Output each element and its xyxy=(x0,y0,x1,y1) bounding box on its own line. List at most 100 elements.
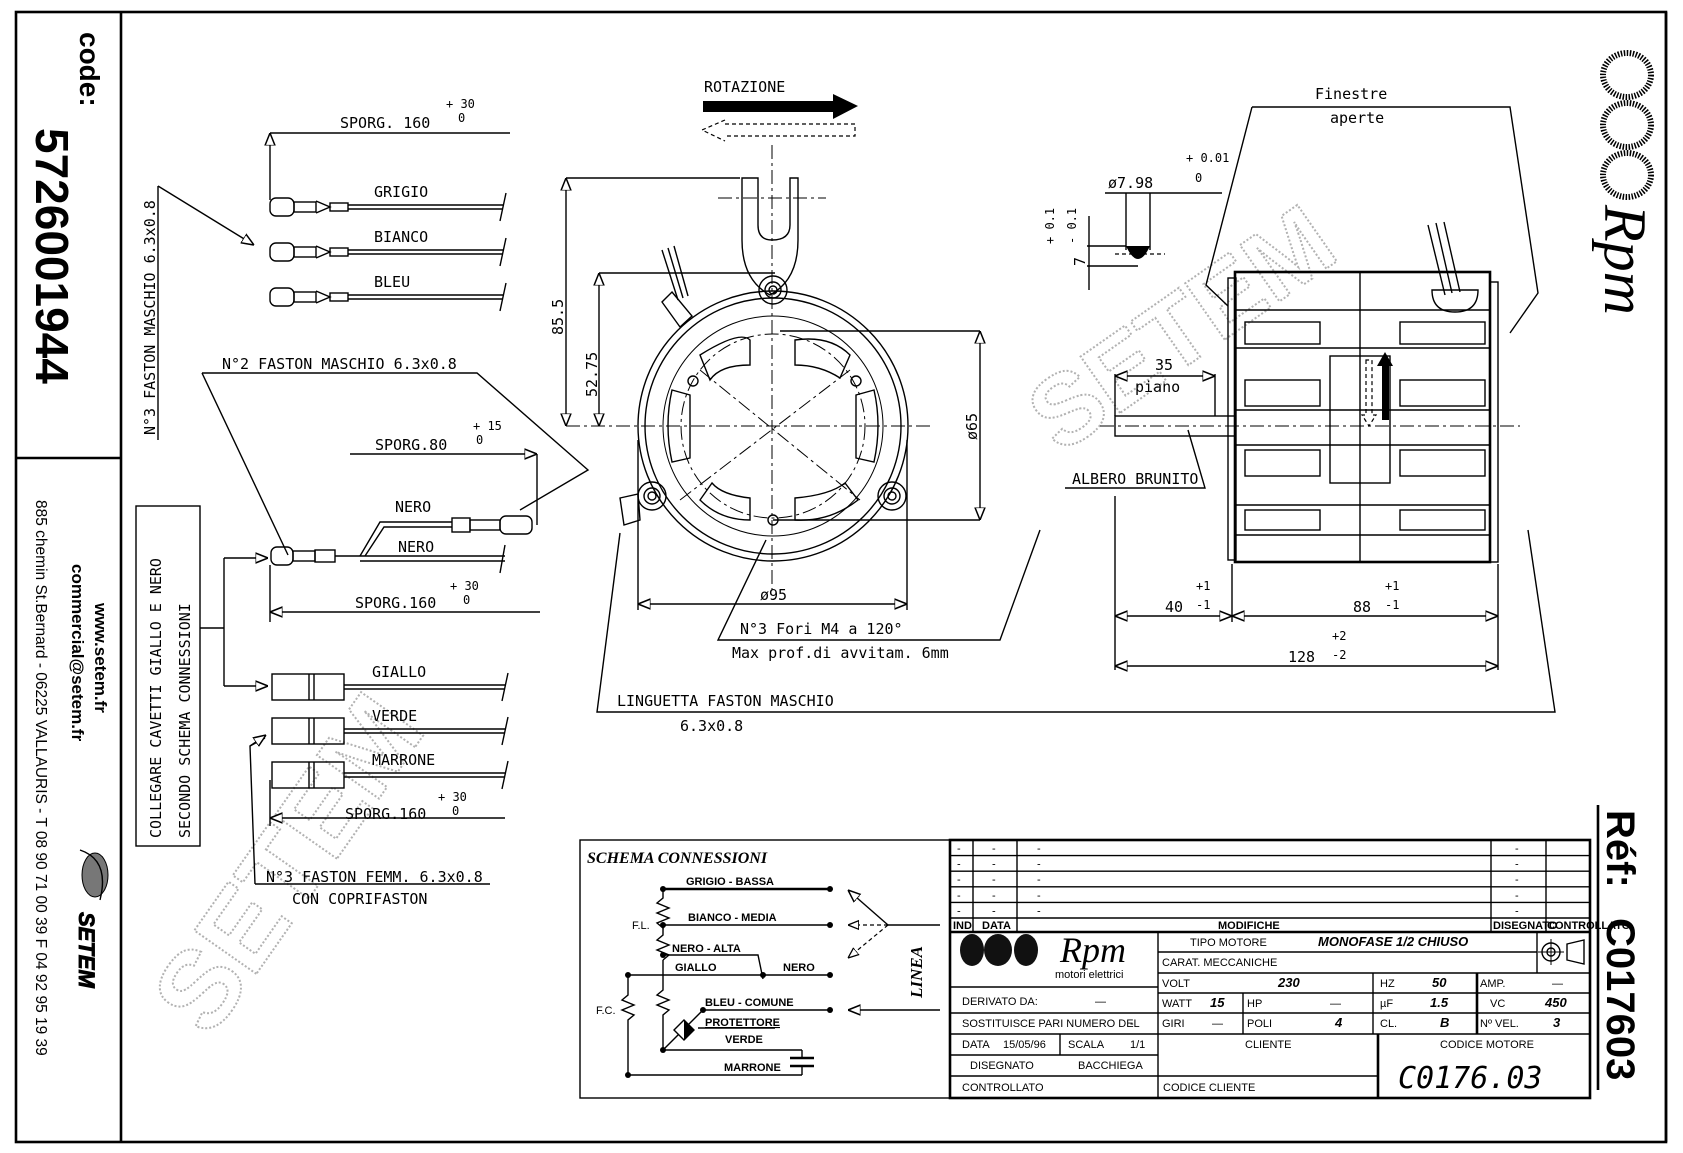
hz-label: HZ xyxy=(1380,978,1395,990)
rev-ind: - xyxy=(957,843,961,855)
rev-ind: - xyxy=(957,890,961,902)
header-modifiche: MODIFICHE xyxy=(1218,920,1280,932)
data-label: DATA xyxy=(962,1039,990,1051)
schema-bianco: BIANCO - MEDIA xyxy=(688,912,777,924)
tolerance-minus: 0 xyxy=(452,804,459,818)
wire-label: BIANCO xyxy=(374,228,428,246)
watt-label: WATT xyxy=(1162,998,1192,1010)
logo-text: Rpm xyxy=(1059,930,1126,970)
vc-value: 450 xyxy=(1544,995,1567,1010)
website-link[interactable]: www.setem.fr xyxy=(91,602,110,713)
tolerance-minus: 0 xyxy=(458,111,465,125)
revision-row: ---- xyxy=(950,886,1590,902)
carat-label: CARAT. MECCANICHE xyxy=(1162,957,1277,969)
group1-label: N°3 FASTON MASCHIO 6.3x0.8 xyxy=(141,200,159,435)
watt-value: 15 xyxy=(1210,995,1225,1010)
giri-label: GIRI xyxy=(1162,1018,1185,1030)
dim-total: 128 xyxy=(1288,648,1315,666)
rev-mod: - xyxy=(1037,874,1041,886)
schema-protettore: PROTETTORE xyxy=(705,1017,780,1029)
connection-schema: SCHEMA CONNESSIONI GRIGIO - BASSA BIANCO… xyxy=(579,839,951,1099)
code-label: code: xyxy=(74,32,105,107)
derivato-label: DERIVATO DA: xyxy=(962,996,1038,1008)
wire-with-faston: BLEU xyxy=(269,273,507,312)
email-link[interactable]: commercial@setem.fr xyxy=(68,564,87,742)
cl-label: CL. xyxy=(1380,1018,1397,1030)
revision-row: ---- xyxy=(950,854,1590,871)
uf-label: µF xyxy=(1380,998,1393,1010)
tolerance-plus: + 0.01 xyxy=(1186,151,1229,165)
wire-label: GIALLO xyxy=(372,663,426,681)
rev-mod: - xyxy=(1037,843,1041,855)
hp-label: HP xyxy=(1247,998,1262,1010)
connection-note: COLLEGARE CAVETTI GIALLO E NERO SECONDO … xyxy=(135,505,268,847)
holes-note-2: Max prof.di avvitam. 6mm xyxy=(732,644,949,662)
group1-length: SPORG. 160 xyxy=(340,114,430,132)
tolerance-minus: - 0.1 xyxy=(1065,208,1079,244)
controllato-label: CONTROLLATO xyxy=(962,1082,1044,1094)
vc-label: VC xyxy=(1490,998,1505,1010)
group3-label-1: N°3 FASTON FEMM. 6.3x0.8 xyxy=(266,868,483,886)
side-view: Finestre aperte ø7.98 + 0.01 0 7 + 0.1 -… xyxy=(1043,85,1539,670)
wire-with-female-faston: VERDE xyxy=(271,707,509,746)
nvel-label: Nº VEL. xyxy=(1480,1018,1519,1030)
flat-length: 35 xyxy=(1155,356,1173,374)
disegnato-value: BACCHIEGA xyxy=(1078,1060,1143,1072)
wiring-group-2: N°2 FASTON MASCHIO 6.3x0.8 SPORG.80 + 15… xyxy=(201,355,590,622)
header-disegnato: DISEGNATO xyxy=(1493,920,1558,932)
tolerance-minus: 0 xyxy=(463,593,470,607)
hz-value: 50 xyxy=(1432,975,1447,990)
front-view: ROTAZIONE 85.5 52.75 xyxy=(549,78,1556,735)
rev-dis: - xyxy=(1515,905,1519,917)
fc-label: F.C. xyxy=(596,1005,616,1017)
schema-nero: NERO xyxy=(783,962,815,974)
group3-length: SPORG.160 xyxy=(345,805,426,823)
dim-height-total: 85.5 xyxy=(549,299,567,335)
shaft-diameter: ø7.98 xyxy=(1108,174,1153,192)
group2-label: N°2 FASTON MASCHIO 6.3x0.8 xyxy=(222,355,457,373)
schema-title: SCHEMA CONNESSIONI xyxy=(587,850,768,867)
hp-value: — xyxy=(1330,998,1341,1010)
left-sidebar: code: 5726001944 www.setem.fr commercial… xyxy=(16,12,123,1142)
tab-note-1: LINGUETTA FASTON MASCHIO xyxy=(617,692,834,710)
tipo-motore-label: TIPO MOTORE xyxy=(1190,937,1267,949)
tolerance-plus: + 30 xyxy=(446,97,475,111)
mount-hole-icon xyxy=(877,481,907,511)
sostituisce-value: - xyxy=(1130,1018,1134,1030)
code-value: 5726001944 xyxy=(26,128,78,384)
schema-giallo: GIALLO xyxy=(675,962,717,974)
company-address: 885 chemin St.Bernard - 06225 VALLAURIS … xyxy=(32,500,49,1056)
volt-value: 230 xyxy=(1277,975,1300,990)
giri-value: — xyxy=(1212,1018,1223,1030)
sostituisce-label: SOSTITUISCE PARI NUMERO DEL xyxy=(962,1018,1140,1030)
wire-with-female-faston: GIALLO xyxy=(271,663,509,702)
watermark: SETEM xyxy=(1008,184,1354,473)
wire-label: BLEU xyxy=(374,273,410,291)
setem-logo-icon xyxy=(79,849,109,901)
amp-value: — xyxy=(1552,978,1563,990)
rev-data: - xyxy=(992,859,996,871)
poli-value: 4 xyxy=(1334,1015,1343,1030)
tolerance-plus: +1 xyxy=(1385,579,1399,593)
rotation-arrow-icon xyxy=(700,94,858,142)
header-ind: IND xyxy=(953,920,972,932)
wire-with-female-faston: MARRONE xyxy=(271,751,509,790)
wire-with-faston: GRIGIO xyxy=(269,183,507,222)
dim-diameter: ø95 xyxy=(760,586,787,604)
linea-label: LINEA xyxy=(907,946,926,999)
rpm-brand: Rpm xyxy=(1592,204,1658,315)
volt-label: VOLT xyxy=(1162,978,1190,990)
poli-label: POLI xyxy=(1247,1018,1272,1030)
fl-label: F.L. xyxy=(632,920,650,932)
tolerance-plus: + 30 xyxy=(450,579,479,593)
rev-mod: - xyxy=(1037,859,1041,871)
wire-label: GRIGIO xyxy=(374,183,428,201)
data-value: 15/05/96 xyxy=(1003,1039,1046,1051)
flat-label: piano xyxy=(1135,378,1180,396)
note-line-2: SECONDO SCHEMA CONNESSIONI xyxy=(176,603,194,838)
tab-note-2: 6.3x0.8 xyxy=(680,717,743,735)
title-block: -------------------- IND DATA MODIFICHE … xyxy=(948,838,1631,1100)
group2-length: SPORG.160 xyxy=(355,594,436,612)
tolerance-minus: -1 xyxy=(1385,598,1399,612)
